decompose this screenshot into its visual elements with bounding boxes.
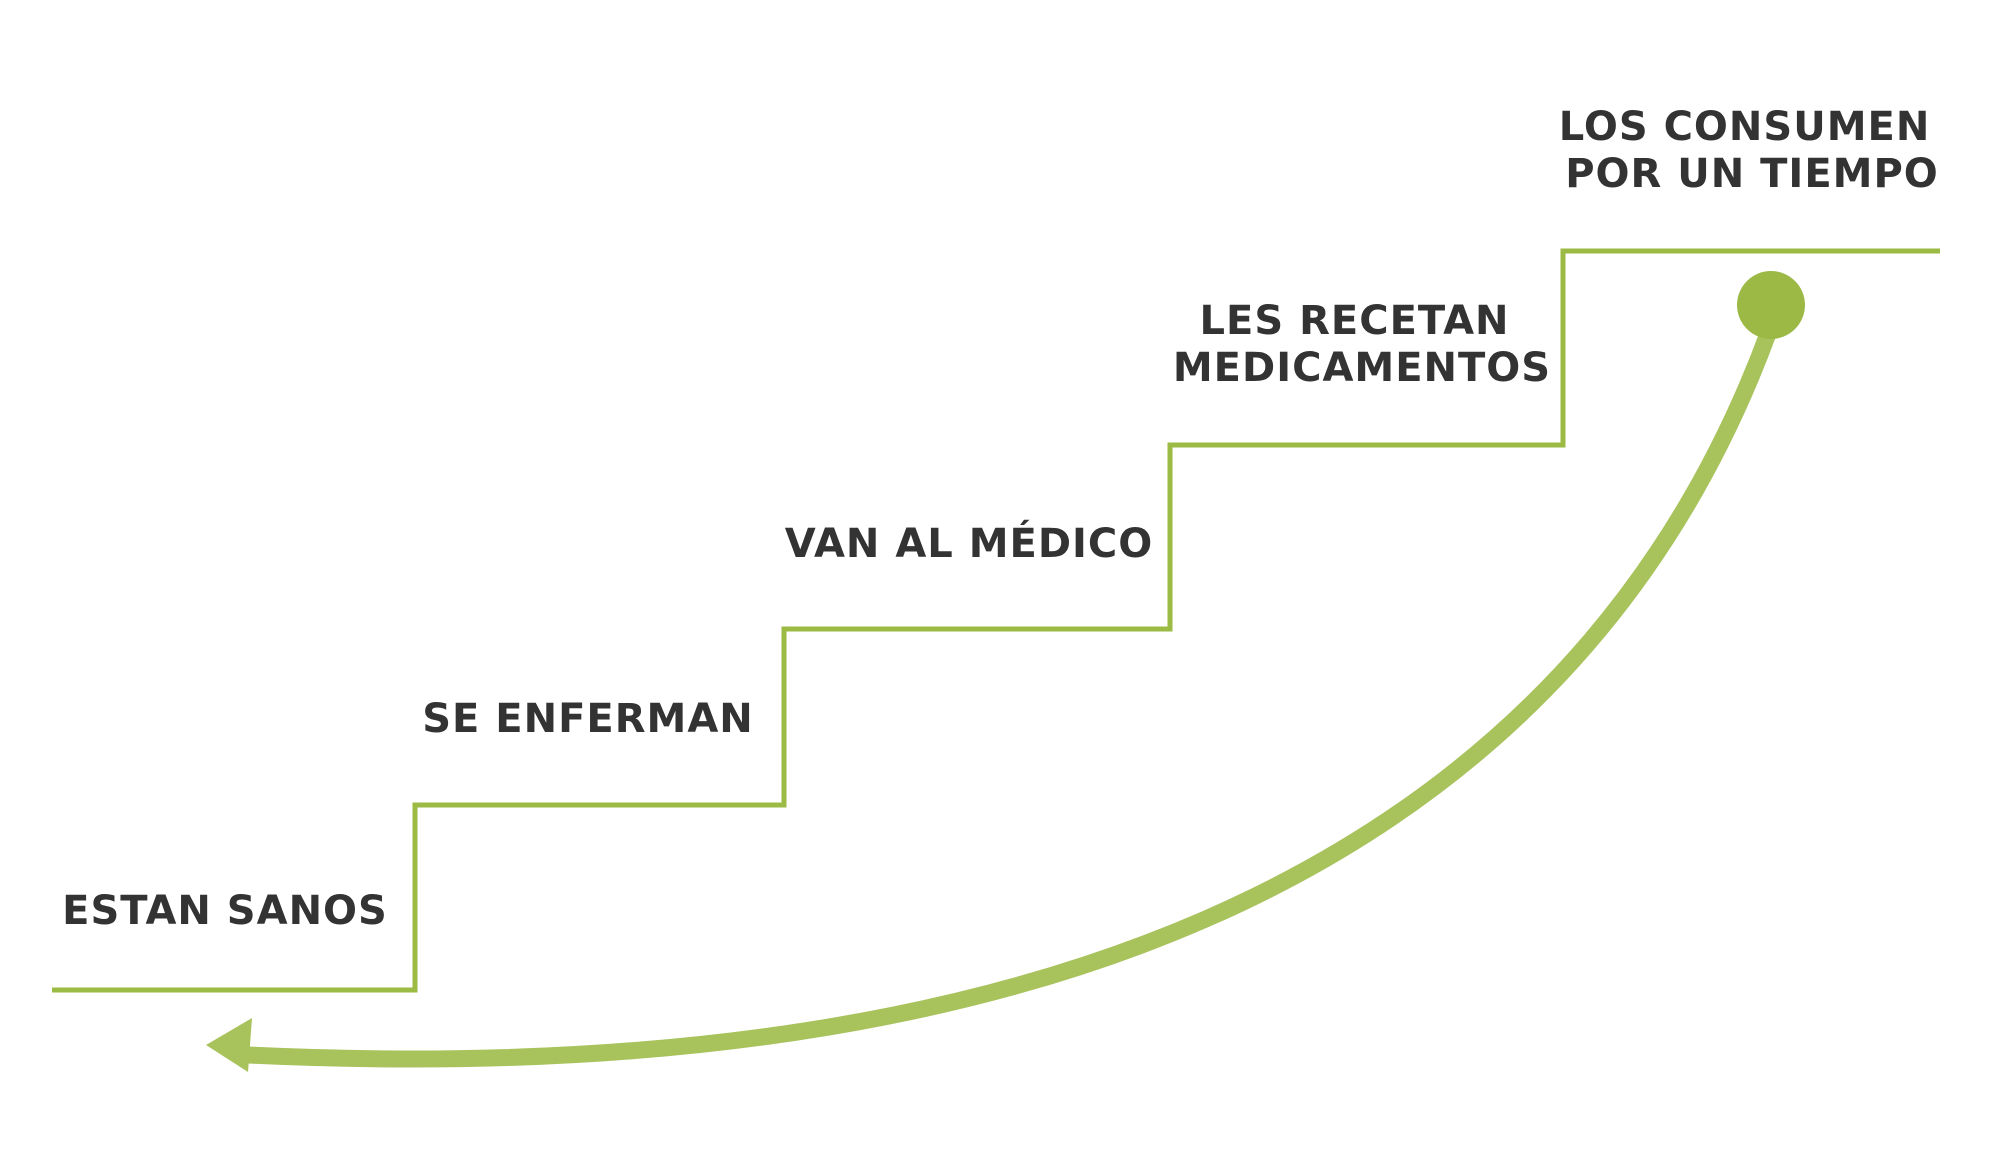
step-label-los-consumen-por-un-tiempo: LOS CONSUMEN POR UN TIEMPO — [1559, 104, 1945, 197]
step-label-estan-sanos: ESTAN SANOS — [62, 888, 388, 934]
start-dot — [1737, 271, 1805, 339]
step-label-les-recetan-medicamentos: LES RECETAN MEDICAMENTOS — [1173, 298, 1551, 391]
return-arrow-head — [206, 1018, 252, 1072]
step-label-van-al-medico: VAN AL MÉDICO — [785, 519, 1154, 567]
return-arrow-curve — [239, 322, 1778, 1068]
staircase-line — [52, 248, 1940, 993]
step-label-se-enferman: SE ENFERMAN — [422, 696, 754, 742]
